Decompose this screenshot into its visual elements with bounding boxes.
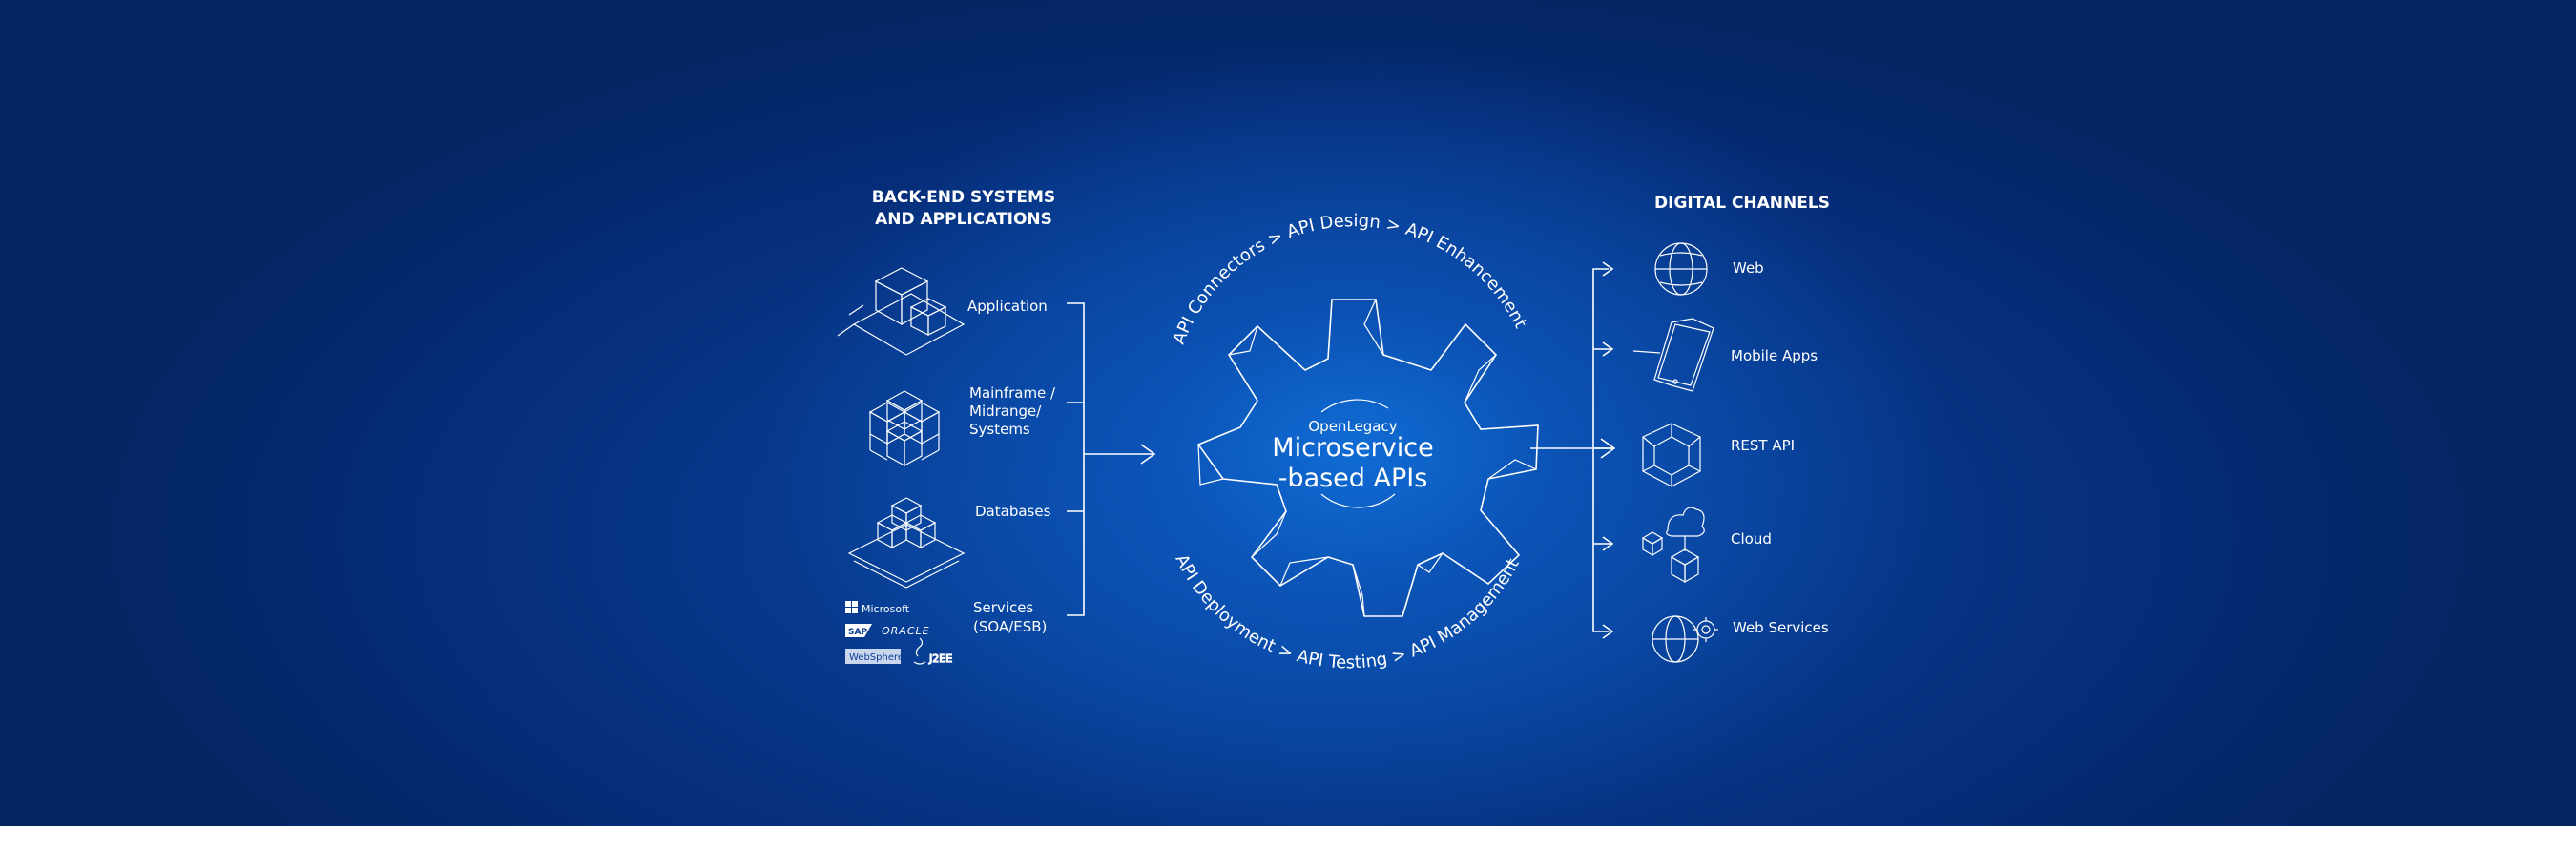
mobile-phone-icon	[1632, 318, 1714, 392]
bottom-strip	[0, 826, 2576, 848]
hub-arc-top	[1320, 399, 1389, 413]
oracle-logo: ORACLE	[882, 625, 930, 637]
hub-top-arc-label: API Connectors > API Design > API Enhanc…	[1169, 211, 1530, 347]
diagram-svg: BACK-END SYSTEMS AND APPLICATIONS Applic…	[837, 188, 1830, 673]
application-icon	[837, 267, 966, 356]
sap-logo: SAP	[845, 624, 872, 637]
backend-item-application: Application	[967, 298, 1048, 315]
globe-icon	[1654, 242, 1708, 296]
globe-gear-icon	[1652, 615, 1718, 663]
hub-title-line2: -based APIs	[1278, 464, 1428, 493]
channels-title: DIGITAL CHANNELS	[1654, 194, 1830, 213]
channel-web-services: Web Services	[1733, 619, 1829, 636]
backend-title-line2: AND APPLICATIONS	[875, 210, 1052, 229]
hub-bottom-arc-text: API Deployment > API Testing > API Manag…	[1171, 551, 1523, 673]
database-icon	[847, 497, 966, 589]
channel-web: Web	[1733, 259, 1764, 277]
websphere-logo-text: WebSphere	[849, 652, 904, 663]
websphere-logo: WebSphere	[845, 649, 904, 664]
sap-logo-text: SAP	[848, 628, 867, 637]
hub-brand: OpenLegacy	[1308, 418, 1397, 435]
channel-cloud: Cloud	[1731, 530, 1772, 548]
backend-item-mainframe-line3: Systems	[969, 421, 1030, 438]
j2ee-logo-text: J2EE	[928, 652, 952, 665]
microsoft-logo-text: Microsoft	[862, 603, 910, 615]
backend-item-services-line1: Services	[973, 599, 1033, 616]
channel-mobile-apps: Mobile Apps	[1731, 347, 1818, 364]
backend-item-mainframe-line1: Mainframe /	[969, 384, 1056, 402]
backend-item-mainframe-line2: Midrange/	[969, 403, 1042, 420]
hub-top-arc-text: API Connectors > API Design > API Enhanc…	[1169, 211, 1530, 347]
channels-bracket	[1592, 261, 1614, 639]
backend-item-databases: Databases	[975, 503, 1051, 520]
hub-title-line1: Microservice	[1272, 433, 1433, 463]
gear-icon	[1196, 299, 1539, 617]
backend-bracket	[1067, 302, 1156, 616]
backend-title-line1: BACK-END SYSTEMS	[872, 188, 1055, 207]
hub-bottom-arc-label: API Deployment > API Testing > API Manag…	[1171, 551, 1523, 673]
cloud-icon	[1641, 507, 1705, 584]
backend-item-services-line2: (SOA/ESB)	[973, 618, 1047, 635]
mainframe-icon	[868, 390, 941, 467]
microsoft-logo: Microsoft	[845, 601, 910, 615]
diagram-canvas: BACK-END SYSTEMS AND APPLICATIONS Applic…	[0, 0, 2576, 826]
java-logo: J2EE	[913, 637, 953, 666]
hub-arc-bottom	[1320, 493, 1396, 508]
channel-rest-api: REST API	[1731, 437, 1795, 454]
hexagon-cube-icon	[1642, 423, 1701, 487]
